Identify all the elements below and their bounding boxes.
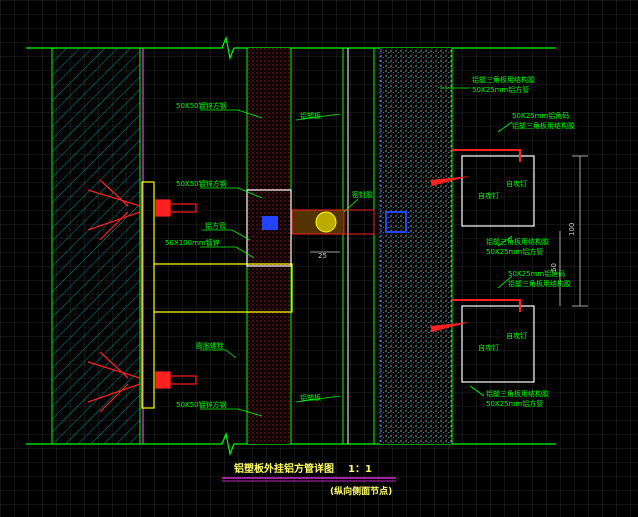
drawing-title: 铝塑板外挂铝方管详图 <box>234 462 334 475</box>
label-self-tap-2: 自攻钉 <box>478 191 499 200</box>
label-right-lower-1: 铝塑三角板用结构胶 <box>486 237 549 246</box>
label-self-tap-3: 自攻钉 <box>506 331 527 340</box>
label-upper-bar: 50X50镀锌方钢 <box>176 179 227 188</box>
dim-100: 100 <box>568 223 576 236</box>
aluminum-tube-detail-upper <box>430 149 535 227</box>
label-self-tap-4: 自攻钉 <box>478 343 499 352</box>
label-right-bottom-2: 50X25mm铝方管 <box>486 399 543 408</box>
dimension-lines <box>310 155 588 307</box>
speckled-layer <box>379 48 453 444</box>
anchor-bolt-lower <box>87 351 197 413</box>
concrete-wall <box>51 48 144 444</box>
insulation-panel <box>246 48 292 444</box>
label-bottom-bar: 50X50镀锌方钢 <box>176 400 227 409</box>
label-self-tap-1: 自攻钉 <box>506 179 527 188</box>
label-sealant: 密封胶 <box>352 190 373 199</box>
aluminum-panel <box>342 48 375 444</box>
label-right-lower-3: 50X25mm铝角码 <box>508 269 565 278</box>
label-panel-bottom: 铝塑板 <box>300 393 321 402</box>
label-right-lower-2: 50X25mm铝方管 <box>486 247 543 256</box>
label-right-top-1: 铝塑三角板用结构胶 <box>472 75 535 84</box>
leader-lines <box>200 87 513 417</box>
drawing-scale: 1：1 <box>348 464 372 475</box>
label-panel-top: 铝塑板 <box>300 111 321 120</box>
label-angle: 50X100mm镀锌 <box>165 238 220 247</box>
drawing-subtitle: (纵向侧面节点) <box>330 485 392 497</box>
title-block: 铝塑板外挂铝方管详图 1：1 (纵向侧面节点) <box>222 462 396 497</box>
aluminum-tube-detail-lower <box>430 299 535 383</box>
label-right-bottom-1: 铝塑三角板用结构胶 <box>486 389 549 398</box>
label-right-mid-1: 50X25mm铝角码 <box>512 111 569 120</box>
label-right-lower-4: 铝塑三角板用结构胶 <box>508 279 571 288</box>
dim-gap: 25 <box>318 252 327 260</box>
steel-angle-bracket <box>141 181 293 409</box>
label-right-mid-2: 铝塑三角板用结构胶 <box>512 121 575 130</box>
label-tube: 铝方管 <box>205 221 226 230</box>
anchor-bolt-upper <box>87 179 197 241</box>
dim-50: 50 <box>550 263 558 272</box>
steel-tube-assembly <box>246 189 407 267</box>
label-anchor: 膨胀螺栓 <box>196 341 224 350</box>
label-top-left-bar: 50X50镀锌方钢 <box>176 101 227 110</box>
label-right-top-2: 50X25mm铝方管 <box>472 85 529 94</box>
